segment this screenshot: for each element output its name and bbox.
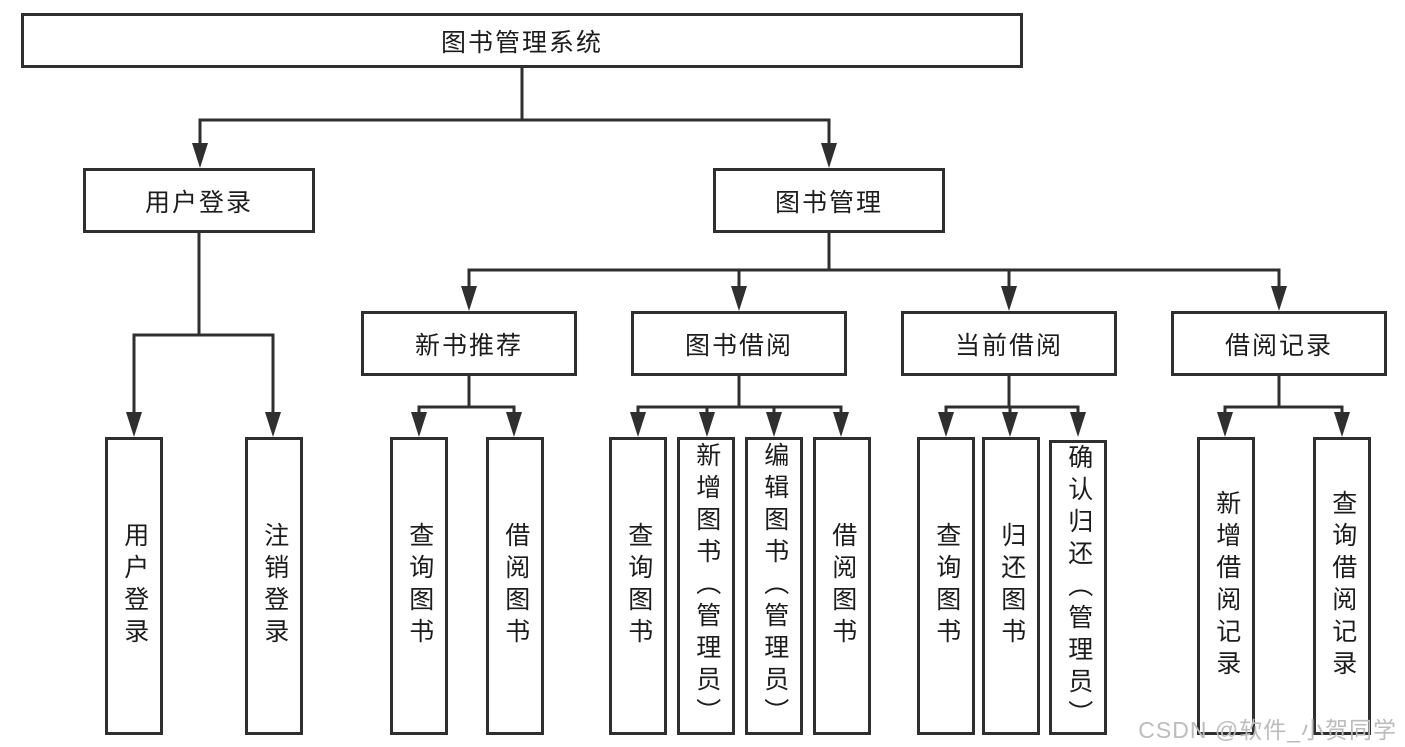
leaf-borrowing-edit-book-admin: 编辑图书（管理员） [745, 437, 803, 735]
node-label: 图书管理 [774, 188, 883, 217]
leaf-user-login: 用户登录 [105, 437, 163, 735]
csdn-watermark: CSDN @软件_小贺同学 [1138, 717, 1397, 743]
leaf-current-confirm-return-admin: 确认归还（管理员） [1049, 440, 1107, 735]
node-borrowing-records: 借阅记录 [1171, 311, 1387, 376]
node-label: 图书借阅 [684, 331, 793, 360]
leaf-label: 用户登录 [120, 522, 149, 650]
leaf-logout: 注销登录 [245, 437, 303, 735]
node-root-system: 图书管理系统 [21, 13, 1023, 68]
leaf-label: 查询图书 [624, 522, 653, 650]
leaf-label: 归还图书 [997, 522, 1026, 650]
leaf-label: 查询图书 [932, 522, 961, 650]
leaf-recommend-query-books: 查询图书 [390, 437, 448, 735]
node-book-borrowing: 图书借阅 [631, 311, 847, 376]
leaf-borrowing-add-book-admin: 新增图书（管理员） [677, 437, 735, 735]
node-current-borrowing: 当前借阅 [901, 311, 1117, 376]
leaf-label: 查询图书 [405, 522, 434, 650]
leaf-borrowing-borrow-books: 借阅图书 [813, 437, 871, 735]
leaf-records-query-record: 查询借阅记录 [1313, 437, 1371, 735]
leaf-label: 编辑图书（管理员） [760, 442, 789, 730]
node-label: 当前借阅 [954, 331, 1063, 360]
leaf-label: 借阅图书 [828, 522, 857, 650]
leaf-label: 查询借阅记录 [1328, 490, 1357, 682]
node-new-book-recommend: 新书推荐 [361, 311, 577, 376]
leaf-current-query-books: 查询图书 [917, 437, 975, 735]
leaf-label: 确认归还（管理员） [1064, 443, 1093, 732]
leaf-label: 注销登录 [260, 522, 289, 650]
leaf-label: 新增图书（管理员） [692, 442, 721, 730]
node-book-management: 图书管理 [713, 168, 945, 233]
leaf-borrowing-query-books: 查询图书 [609, 437, 667, 735]
node-label: 借阅记录 [1224, 331, 1333, 360]
node-label: 图书管理系统 [440, 28, 603, 57]
node-label: 新书推荐 [414, 331, 523, 360]
leaf-label: 新增借阅记录 [1212, 490, 1241, 682]
leaf-current-return-books: 归还图书 [982, 437, 1040, 735]
node-user-login: 用户登录 [83, 168, 315, 233]
leaf-label: 借阅图书 [501, 522, 530, 650]
leaf-records-add-record: 新增借阅记录 [1197, 437, 1255, 735]
node-label: 用户登录 [144, 188, 253, 217]
leaf-recommend-borrow-books: 借阅图书 [486, 437, 544, 735]
